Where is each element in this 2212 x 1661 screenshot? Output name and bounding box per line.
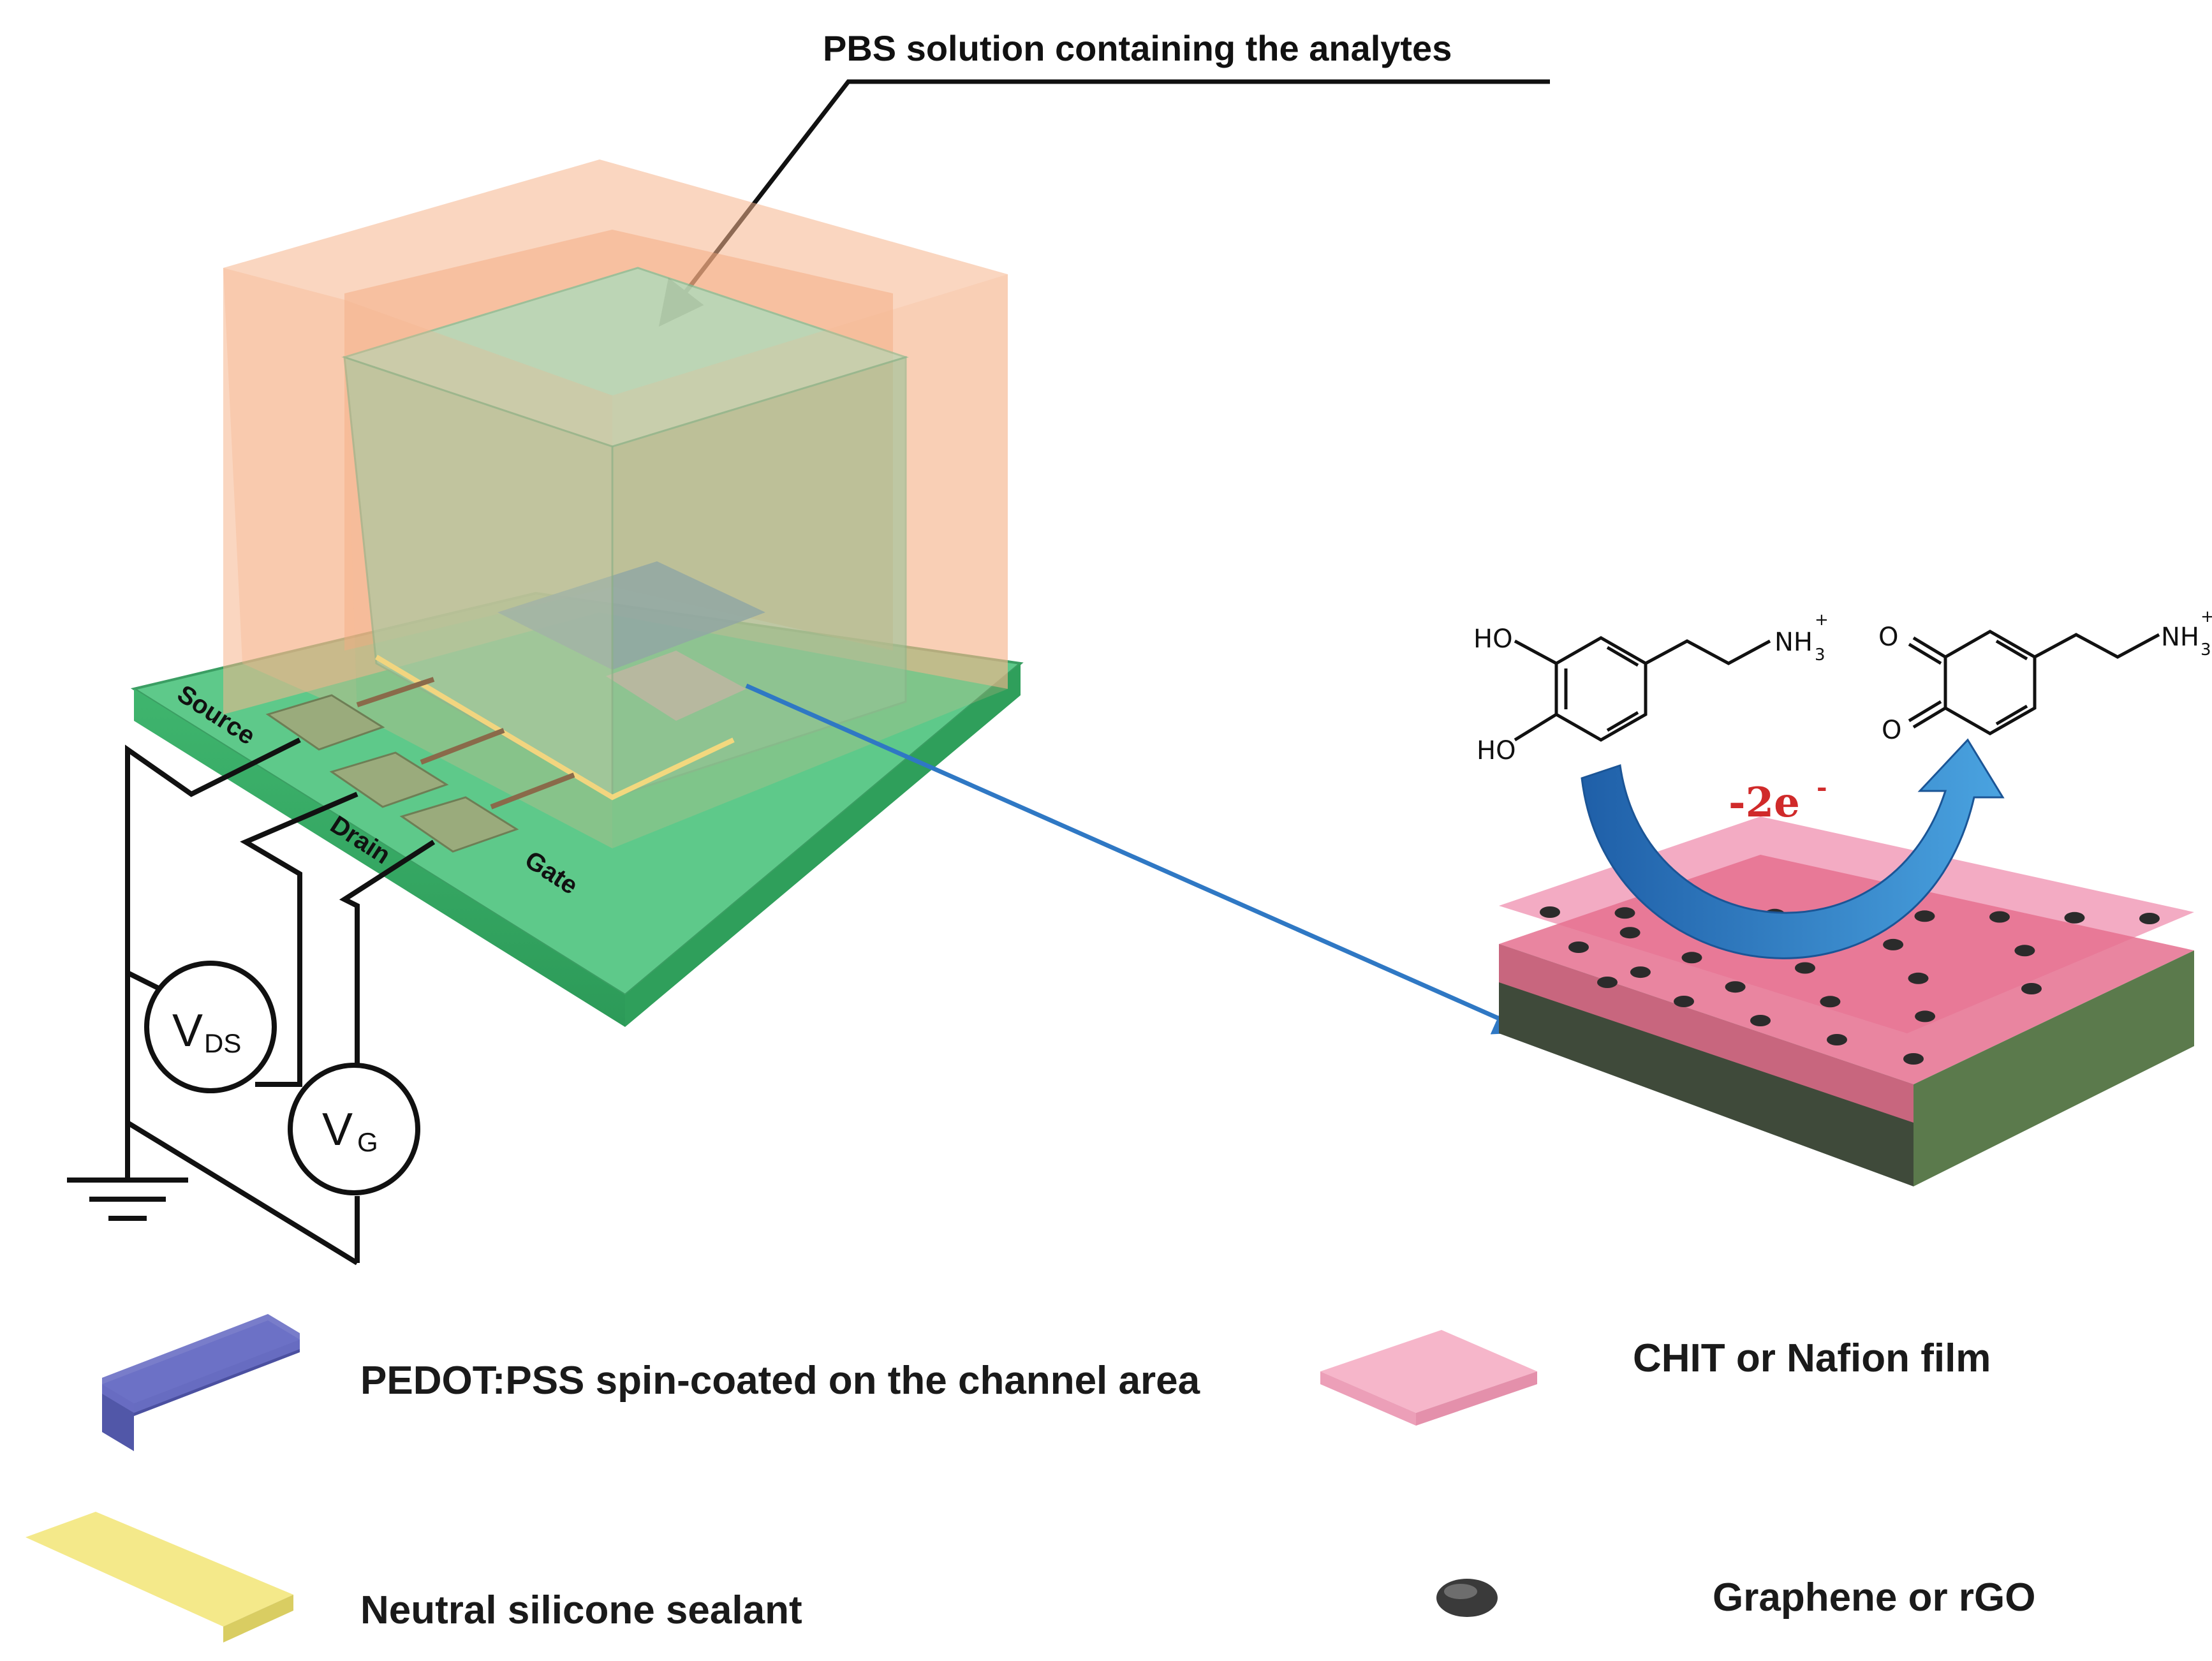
dopamine-oh-bottom: HO	[1477, 736, 1516, 765]
quinone-o-bottom: O	[1882, 716, 1901, 745]
graphene-dot	[1619, 927, 1641, 939]
legend-sealant-swatch	[26, 1512, 293, 1643]
quinone-amine-sub: 3	[2201, 640, 2211, 660]
gate-track	[490, 772, 575, 809]
legend-graphene-label: Graphene or rGO	[1713, 1576, 2035, 1620]
graphene-dot	[1914, 910, 1935, 922]
gate-wire	[339, 839, 436, 1097]
chamber-front-right-wall	[612, 274, 1008, 848]
source-track	[356, 677, 435, 707]
drain-track	[420, 728, 505, 765]
callout-text: PBS solution containing the analytes	[823, 28, 1452, 68]
dopamine-amine-sub: 3	[1815, 646, 1825, 665]
graphene-dot	[1630, 966, 1651, 978]
quinone-molecule	[1908, 630, 2160, 735]
dopamine-amine-sup: +	[1815, 610, 1829, 630]
substrate-side-right	[625, 663, 1021, 1027]
gate-pad	[399, 796, 519, 853]
sealant-line	[374, 654, 735, 801]
chamber-front-wall	[344, 300, 612, 848]
electron-transfer-label: -2e	[1729, 779, 1800, 827]
graphene-dot	[1903, 1053, 1924, 1065]
graphene-dot	[1597, 977, 1618, 988]
graphene-dot	[1614, 907, 1635, 919]
graphene-dot	[1568, 941, 1589, 953]
graphene-dots	[1540, 906, 2160, 1065]
source-wire	[125, 737, 301, 1123]
graphene-dot	[1540, 906, 1560, 918]
circuit	[67, 737, 436, 1266]
drain-pad	[329, 751, 449, 808]
vg-meter-v: V	[322, 1104, 353, 1155]
graphene-dot	[1908, 972, 1929, 984]
graphene-dot	[1883, 938, 1904, 950]
graphene-dot	[1750, 1015, 1771, 1026]
film-side-right	[1913, 950, 2194, 1186]
graphene-dot	[2021, 983, 2042, 994]
vds-meter-v: V	[172, 1005, 203, 1056]
electron-transfer-sup: -	[1817, 772, 1827, 802]
common-bottom-wire	[126, 1120, 359, 1266]
drain-wire	[240, 792, 358, 1087]
graphene-dot	[1725, 981, 1746, 993]
legend-graphene-swatch	[1436, 1579, 1498, 1617]
legend-film-label: CHIT or Nafion film	[1633, 1336, 1991, 1380]
substrate-side-left	[134, 689, 625, 1027]
legend-pedot-swatch	[102, 1314, 300, 1451]
graphene-dot	[2014, 945, 2035, 957]
oxidation-arrow	[1581, 738, 2005, 959]
graphene-dot	[1795, 962, 1815, 974]
graphene-dot	[1827, 1034, 1847, 1045]
graphene-dot	[2139, 913, 2160, 924]
graphene-dot	[2064, 912, 2085, 924]
dopamine-oh-top: HO	[1473, 624, 1513, 654]
vds-meter-sub: DS	[204, 1028, 241, 1058]
quinone-amine: NH	[2161, 623, 2199, 652]
reaction-scheme: HO HO NH 3 + O O NH 3 + -2e -	[1473, 607, 2212, 959]
device-illustration: Source Drain Gate	[130, 159, 1531, 1035]
graphene-dot	[1820, 996, 1841, 1008]
film-front-face	[1499, 944, 1913, 1123]
vds-meter: V DS	[144, 961, 277, 1093]
vg-meter-sub: G	[357, 1127, 378, 1157]
legend-film-swatch	[1320, 1330, 1537, 1426]
dopamine-amine: NH	[1774, 628, 1813, 657]
dopamine-molecule	[1514, 636, 1771, 742]
graphene-dot	[1989, 911, 2010, 923]
graphene-dot	[1681, 952, 1702, 964]
zoom-arrow	[745, 683, 1531, 1035]
solution-cube-front-right	[611, 355, 907, 799]
graphene-dot	[1674, 996, 1694, 1007]
quinone-amine-sup: +	[2201, 607, 2212, 626]
zoomed-film	[1499, 816, 2194, 1186]
legend-sealant-label: Neutral silicone sealant	[360, 1588, 802, 1632]
quinone-o-top: O	[1878, 623, 1898, 652]
legend-pedot-label: PEDOT:PSS spin-coated on the channel are…	[360, 1359, 1200, 1403]
vg-meter: V G	[288, 1063, 420, 1195]
legend: PEDOT:PSS spin-coated on the channel are…	[26, 1314, 2035, 1643]
graphene-dot	[1915, 1010, 1936, 1022]
chamber-front-left-wall	[223, 268, 357, 714]
source-pad	[265, 694, 385, 751]
